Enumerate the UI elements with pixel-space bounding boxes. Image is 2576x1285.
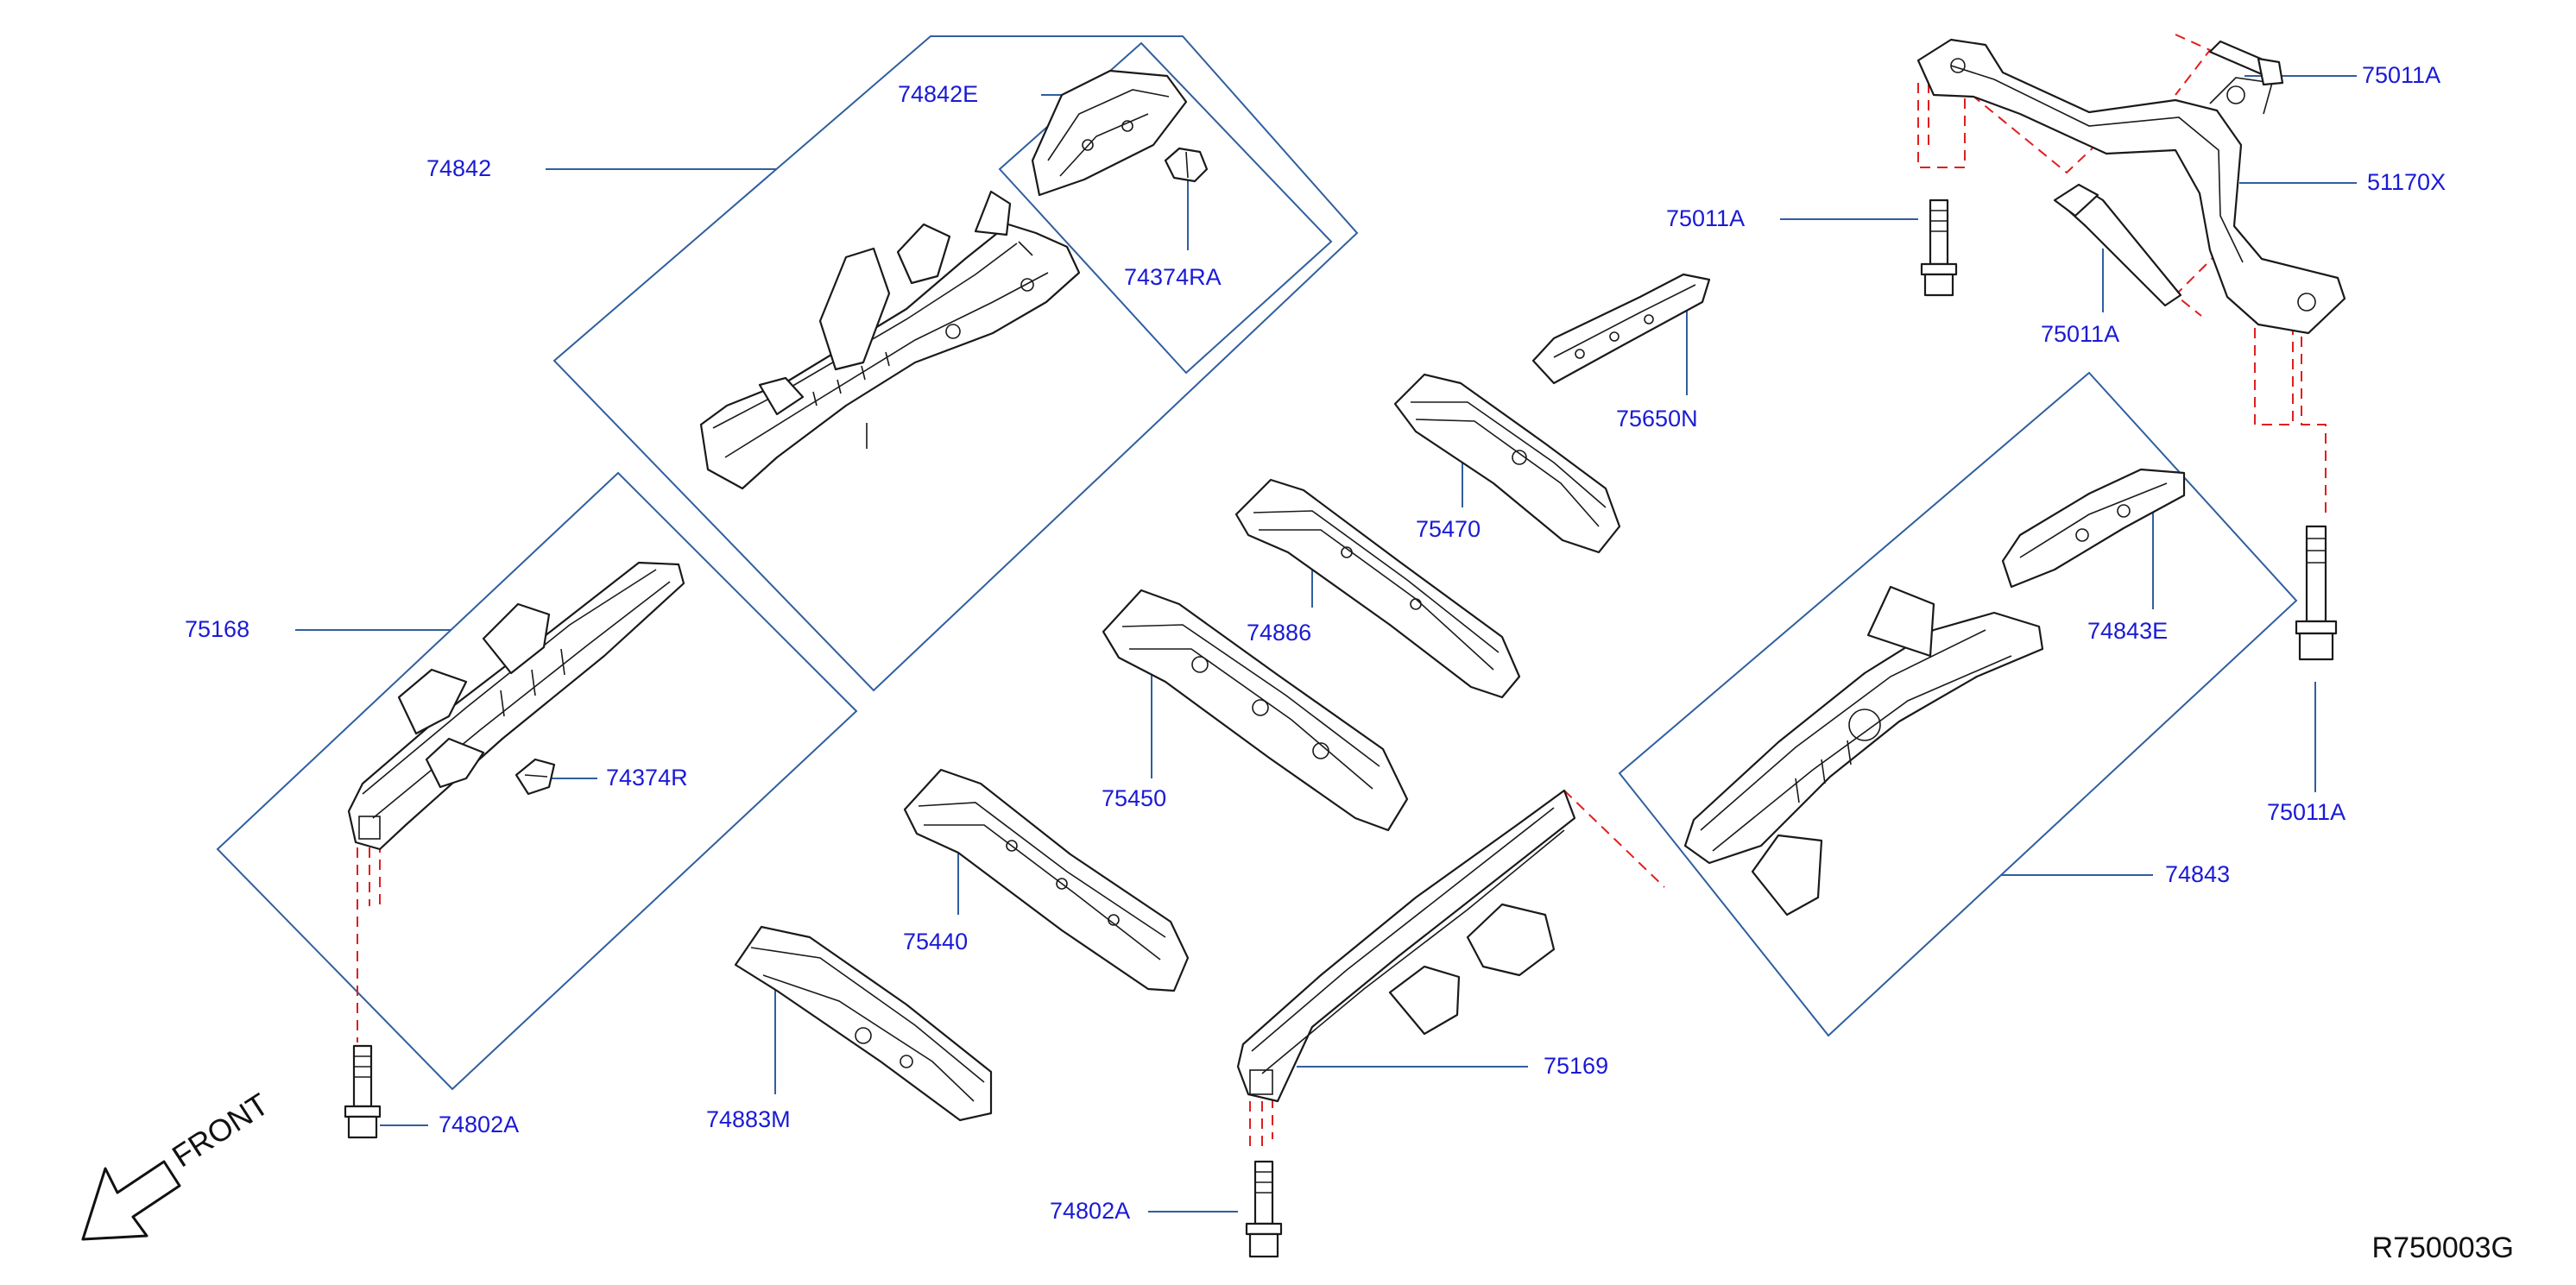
part-label-74886: 74886 <box>1247 620 1312 646</box>
part-label-75011a-mid: 75011A <box>2041 321 2120 347</box>
part-label-75470: 75470 <box>1416 516 1481 542</box>
part-label-75011a-top: 75011A <box>2362 62 2441 88</box>
part-label-74842: 74842 <box>426 155 492 181</box>
group-box-74843 <box>1618 371 2298 1037</box>
part-75450 <box>1102 589 1409 832</box>
part-label-51170x: 51170X <box>2367 169 2447 195</box>
part-74842-rail <box>699 190 1081 490</box>
part-75011a-bolt-mid <box>2053 183 2182 307</box>
group-box-74842 <box>552 35 1359 692</box>
part-label-75450: 75450 <box>1102 785 1167 811</box>
part-75169-rail <box>1236 789 1576 1103</box>
part-75470 <box>1393 373 1621 554</box>
part-74843-rail <box>1683 585 2044 917</box>
part-74883m <box>734 925 993 1122</box>
part-label-74802a-bottom: 74802A <box>1050 1198 1131 1224</box>
part-label-75011a-left: 75011A <box>1666 205 1746 231</box>
part-75011a-bolt-top <box>2208 40 2284 86</box>
part-74374r <box>515 758 556 796</box>
part-label-75650n: 75650N <box>1616 406 1698 431</box>
part-74842e <box>1031 69 1188 197</box>
part-label-75168: 75168 <box>185 616 250 642</box>
front-arrow-icon <box>81 1160 181 1241</box>
part-74843e <box>2001 468 2186 589</box>
part-label-74802a-left: 74802A <box>439 1112 520 1137</box>
part-75168-rail <box>347 561 685 851</box>
part-75011a-bolt-left <box>1920 198 1958 297</box>
part-label-75440: 75440 <box>903 929 969 954</box>
part-74886 <box>1234 478 1521 699</box>
part-75650n <box>1531 273 1711 385</box>
reference-code: R750003G <box>2371 1231 2514 1264</box>
part-label-75169: 75169 <box>1544 1053 1609 1079</box>
part-75440 <box>903 768 1190 992</box>
part-74802a-bolt-left <box>344 1044 382 1139</box>
part-label-75011a-right: 75011A <box>2267 799 2346 825</box>
part-74374ra <box>1164 147 1209 183</box>
part-label-74883m: 74883M <box>706 1106 791 1132</box>
part-label-74374ra: 74374RA <box>1124 264 1222 290</box>
group-box-75168 <box>216 471 858 1091</box>
part-label-74842e: 74842E <box>898 81 979 107</box>
part-label-74843e: 74843E <box>2087 618 2169 644</box>
part-51170x-crossmember <box>1916 38 2346 335</box>
part-label-74843: 74843 <box>2165 861 2231 887</box>
part-74802a-bolt-bottom <box>1245 1160 1283 1258</box>
part-75011a-bolt-right <box>2295 525 2338 661</box>
part-label-74374r: 74374R <box>606 765 688 791</box>
